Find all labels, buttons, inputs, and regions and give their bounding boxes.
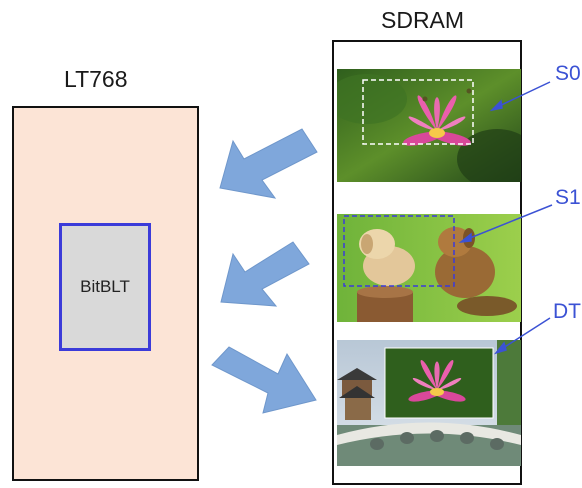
dt-pointer-line: [499, 317, 551, 351]
s0-pointer-arrowhead: [489, 99, 503, 112]
write-arrow-dt: [211, 346, 317, 414]
s0-source-rect: [362, 79, 474, 145]
dt-pointer-arrowhead: [493, 341, 507, 355]
s0-lotus-image: [337, 69, 521, 182]
memory-title: SDRAM: [381, 7, 465, 33]
read-arrow-s0: [219, 128, 318, 199]
s1-pointer-line: [464, 204, 553, 241]
s1-puppies-image: [337, 214, 521, 322]
s0-label: S0: [555, 62, 581, 85]
lt768-chip-block: [12, 106, 199, 481]
dt-destination-image: [337, 340, 521, 466]
bitblt-engine-block: BitBLT: [59, 223, 151, 351]
s1-pointer-arrowhead: [458, 232, 472, 243]
s1-label: S1: [555, 186, 581, 209]
read-arrow-s1: [220, 241, 310, 307]
dt-label: DT: [553, 300, 581, 323]
s0-pointer-line: [494, 81, 551, 109]
s1-source-rect: [343, 215, 455, 287]
bitblt-label: BitBLT: [80, 277, 130, 296]
chip-title: LT768: [64, 66, 128, 92]
